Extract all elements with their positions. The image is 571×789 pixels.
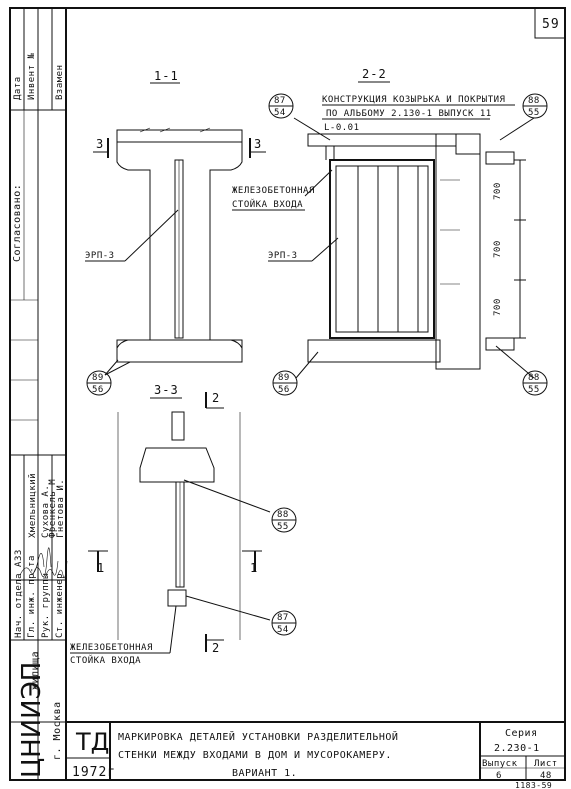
org-name: ЦНИИЭП <box>17 662 47 778</box>
post-label-2-2: СТОЙКА ВХОДА <box>232 198 303 210</box>
signature-2 <box>32 547 52 577</box>
series-value: 2.230-1 <box>494 743 540 754</box>
inventory-label: Инвент № <box>27 53 37 100</box>
callout-88-55-c: 88 55 <box>271 507 297 533</box>
svg-text:54: 54 <box>277 625 289 635</box>
svg-text:54: 54 <box>274 108 286 118</box>
role-4: Ст. инженер <box>55 573 65 638</box>
title-line-2: СТЕНКИ МЕЖДУ ВХОДАМИ В ДОМ И МУСОРОКАМЕР… <box>118 750 392 761</box>
svg-text:56: 56 <box>92 385 104 395</box>
dimension-2: 700 <box>493 240 503 258</box>
issue-value: 6 <box>496 771 502 781</box>
svg-text:87: 87 <box>277 613 289 623</box>
title-block <box>66 721 565 780</box>
erp-label-2: ЭРП-3 <box>268 251 298 261</box>
sheet-value: 48 <box>540 771 552 781</box>
city-label: г. Москва <box>52 701 63 760</box>
svg-text:88: 88 <box>528 373 540 383</box>
signature-3 <box>45 560 59 576</box>
issue-label: Выпуск <box>482 759 518 769</box>
canopy-label-1: КОНСТРУКЦИЯ КОЗЫРЬКА И ПОКРЫТИЯ <box>322 95 505 105</box>
section-1-1 <box>116 127 243 363</box>
sheet-label: Лист <box>534 759 558 769</box>
canopy-label-2: ПО АЛЬБОМУ 2.130-1 ВЫПУСК 11 <box>326 109 492 119</box>
section-3-3-title: 3-3 <box>154 383 179 397</box>
agreed-label: Согласовано: <box>12 184 23 262</box>
svg-text:89: 89 <box>278 373 290 383</box>
title-line-1: МАРКИРОВКА ДЕТАЛЕЙ УСТАНОВКИ РАЗДЕЛИТЕЛЬ… <box>118 730 398 743</box>
callout-89-56-a: 89 56 <box>86 370 112 396</box>
post-label-3-2: СТОЙКА ВХОДА <box>70 654 141 666</box>
cut-3-right: 3 <box>254 137 262 151</box>
callout-88-55-b: 88 55 <box>522 370 548 396</box>
cut-1-left: 1 <box>97 561 105 575</box>
post-label-2-1: ЖЕЛЕЗОБЕТОННАЯ <box>232 186 315 196</box>
role-2: Гл. инж. пр-та <box>27 555 37 638</box>
role-3: Рук. группы <box>41 573 51 638</box>
signer-2: Сухова А. <box>41 485 51 538</box>
svg-text:55: 55 <box>277 522 289 532</box>
svg-text:87: 87 <box>274 96 286 106</box>
replaces-label: Взамен <box>55 64 65 100</box>
signer-4: Гнетова И. <box>56 479 66 538</box>
dimension-3: 700 <box>493 298 503 316</box>
svg-text:89: 89 <box>92 373 104 383</box>
svg-text:55: 55 <box>528 385 540 395</box>
section-3-3 <box>117 411 241 640</box>
footnote: 1183-59 <box>515 781 552 789</box>
post-label-3-1: ЖЕЛЕЗОБЕТОННАЯ <box>70 643 153 653</box>
signer-3: Френкель М <box>48 479 58 538</box>
role-1: Нач. отдела АЗЗ <box>14 549 24 638</box>
cut-2-top: 2 <box>212 391 220 405</box>
cut-1-right: 1 <box>250 561 258 575</box>
svg-text:56: 56 <box>278 385 290 395</box>
dimension-1: 700 <box>493 182 503 200</box>
sheet-frame <box>9 7 566 781</box>
svg-text:88: 88 <box>528 96 540 106</box>
level-label: L-0.01 <box>324 123 360 133</box>
cut-3-left: 3 <box>96 137 104 151</box>
year-label: 1972г <box>72 765 116 780</box>
series-label: Серия <box>505 728 538 739</box>
cut-2-bottom: 2 <box>212 641 220 655</box>
svg-text:88: 88 <box>277 510 289 520</box>
section-1-1-title: 1-1 <box>154 69 179 83</box>
callout-87-54-b: 87 54 <box>271 610 297 636</box>
svg-text:55: 55 <box>528 108 540 118</box>
callout-89-56-b: 89 56 <box>272 370 298 396</box>
signature-4 <box>57 560 68 579</box>
section-2-2 <box>307 133 515 370</box>
signer-1: Хмельницкий <box>28 473 38 538</box>
callout-88-55-a: 88 55 <box>522 93 548 119</box>
org-subname: жилища <box>30 651 41 690</box>
section-2-2-title: 2-2 <box>362 67 387 81</box>
td-label: ТД <box>75 728 109 756</box>
title-line-3: ВАРИАНТ 1. <box>232 768 297 779</box>
page-number: 59 <box>542 17 560 32</box>
date-label: Дата <box>13 76 23 100</box>
callout-87-54-a: 87 54 <box>268 93 294 119</box>
page-number-box <box>534 7 566 39</box>
erp-label-1: ЭРП-3 <box>85 251 115 261</box>
